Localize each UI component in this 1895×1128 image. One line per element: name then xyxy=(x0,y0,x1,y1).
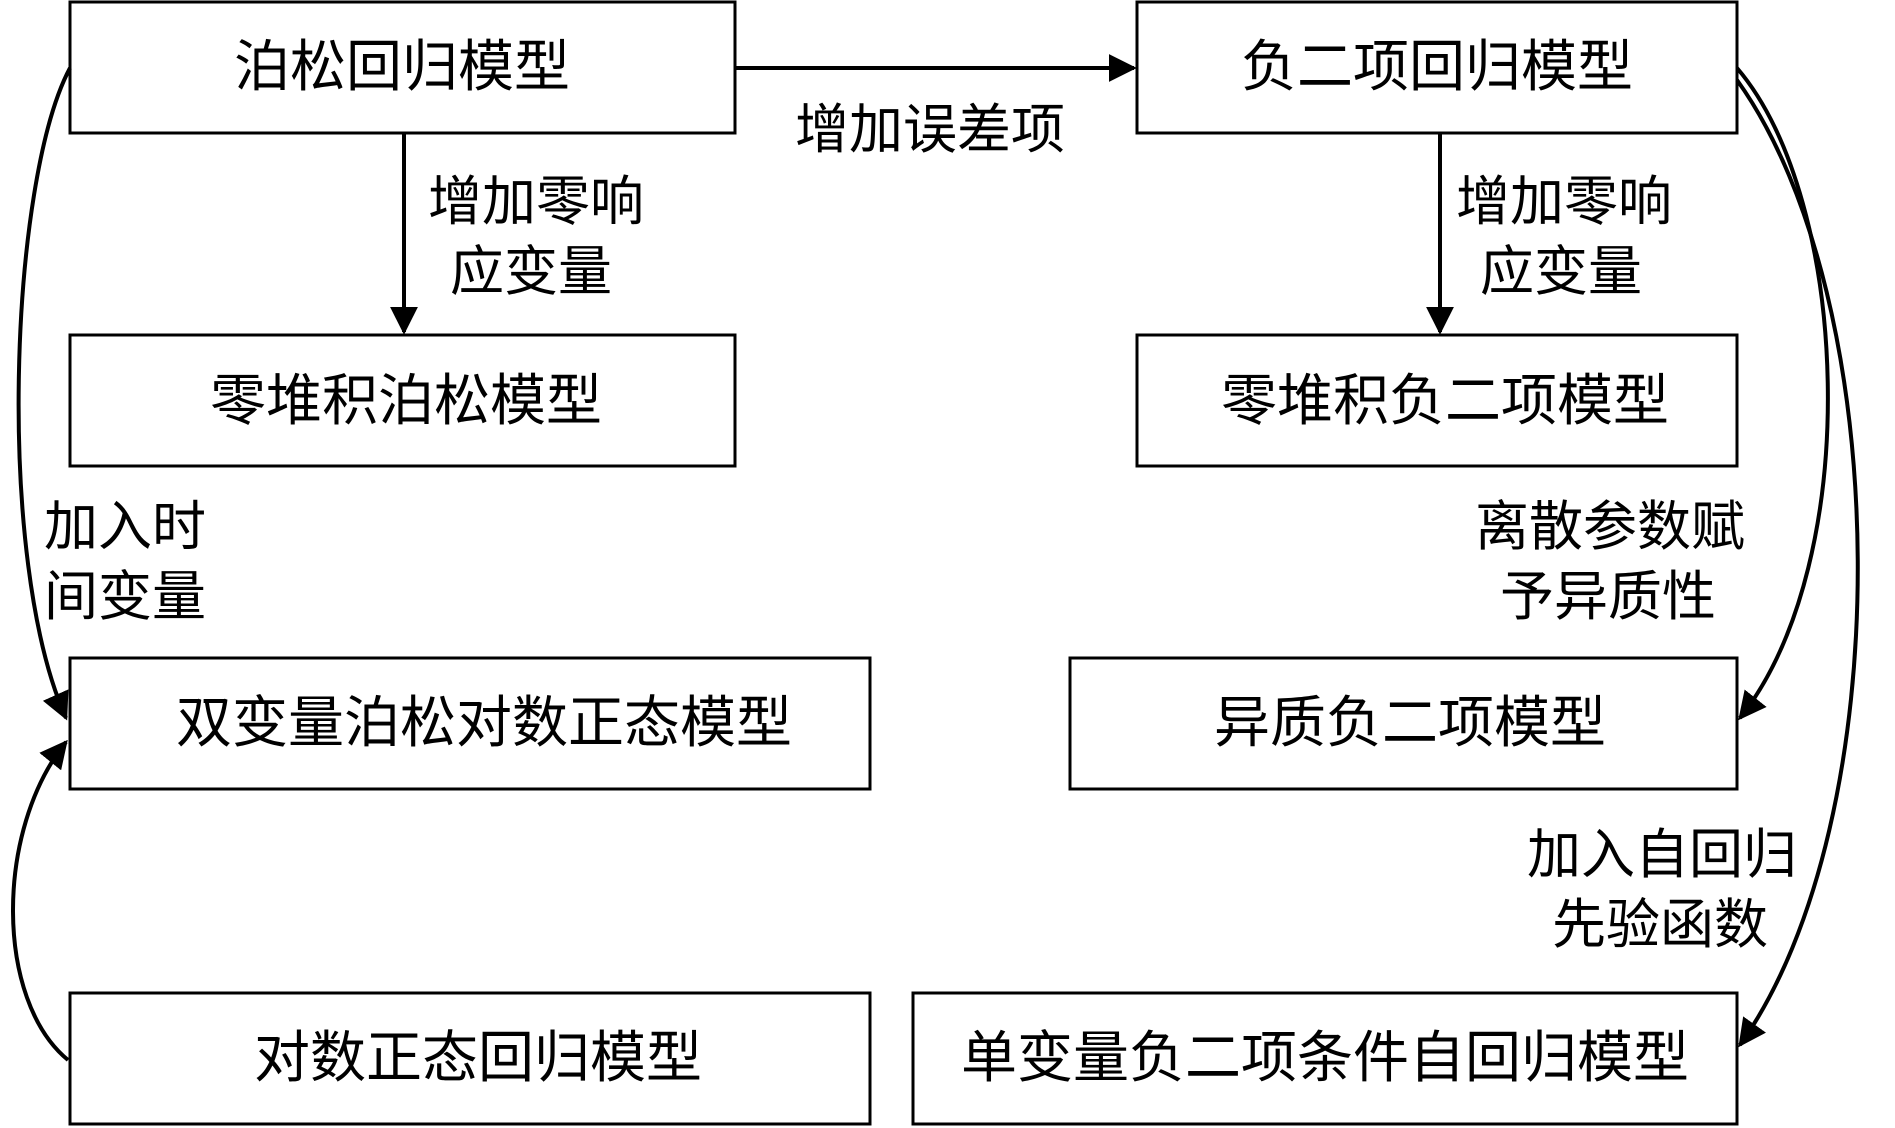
edge-label-zero-left-1: 增加零响 xyxy=(428,170,644,233)
edge-label-zero-right-1: 增加零响 xyxy=(1456,170,1672,233)
edge-negbin-to-hnb xyxy=(1735,66,1830,721)
node-lognormal-regression: 对数正态回归模型 xyxy=(68,991,872,1126)
edge-label-time-1: 加入时 xyxy=(44,495,206,558)
edge-label-add-error: 增加误差项 xyxy=(795,98,1065,161)
node-univariate-nb-car: 单变量负二项条件自回归模型 xyxy=(911,991,1739,1126)
edge-label-car-2: 先验函数 xyxy=(1552,893,1768,956)
edge-label-zero-right-2: 应变量 xyxy=(1480,240,1642,303)
edge-negbin-to-car xyxy=(1735,78,1860,1048)
node-poisson-regression-label: 泊松回归模型 xyxy=(234,35,570,100)
node-lognormal-regression-label: 对数正态回归模型 xyxy=(254,1026,702,1091)
node-heterogeneous-negative-binomial-label: 异质负二项模型 xyxy=(1214,691,1606,756)
node-zero-inflated-negative-binomial-label: 零堆积负二项模型 xyxy=(1221,369,1669,434)
node-heterogeneous-negative-binomial: 异质负二项模型 xyxy=(1068,656,1739,791)
edge-label-zero-left-2: 应变量 xyxy=(450,240,612,303)
edge-label-hetero-2: 予异质性 xyxy=(1500,565,1716,628)
edge-label-car-1: 加入自回归 xyxy=(1527,823,1797,886)
edge-label-time-2: 间变量 xyxy=(44,565,206,628)
edge-poisson-to-bvpln xyxy=(16,67,72,721)
edge-lognormal-to-bvpln xyxy=(11,739,70,1062)
node-zero-inflated-negative-binomial: 零堆积负二项模型 xyxy=(1135,333,1739,468)
node-poisson-regression: 泊松回归模型 xyxy=(68,0,737,135)
node-bivariate-poisson-lognormal-label: 双变量泊松对数正态模型 xyxy=(176,691,792,756)
node-bivariate-poisson-lognormal: 双变量泊松对数正态模型 xyxy=(68,656,872,791)
node-zero-inflated-poisson: 零堆积泊松模型 xyxy=(68,333,737,468)
edge-label-hetero-1: 离散参数赋 xyxy=(1475,495,1745,558)
node-zero-inflated-poisson-label: 零堆积泊松模型 xyxy=(210,369,602,434)
node-negative-binomial-regression: 负二项回归模型 xyxy=(1135,0,1739,135)
node-negative-binomial-regression-label: 负二项回归模型 xyxy=(1241,35,1633,100)
node-univariate-nb-car-label: 单变量负二项条件自回归模型 xyxy=(961,1026,1689,1091)
